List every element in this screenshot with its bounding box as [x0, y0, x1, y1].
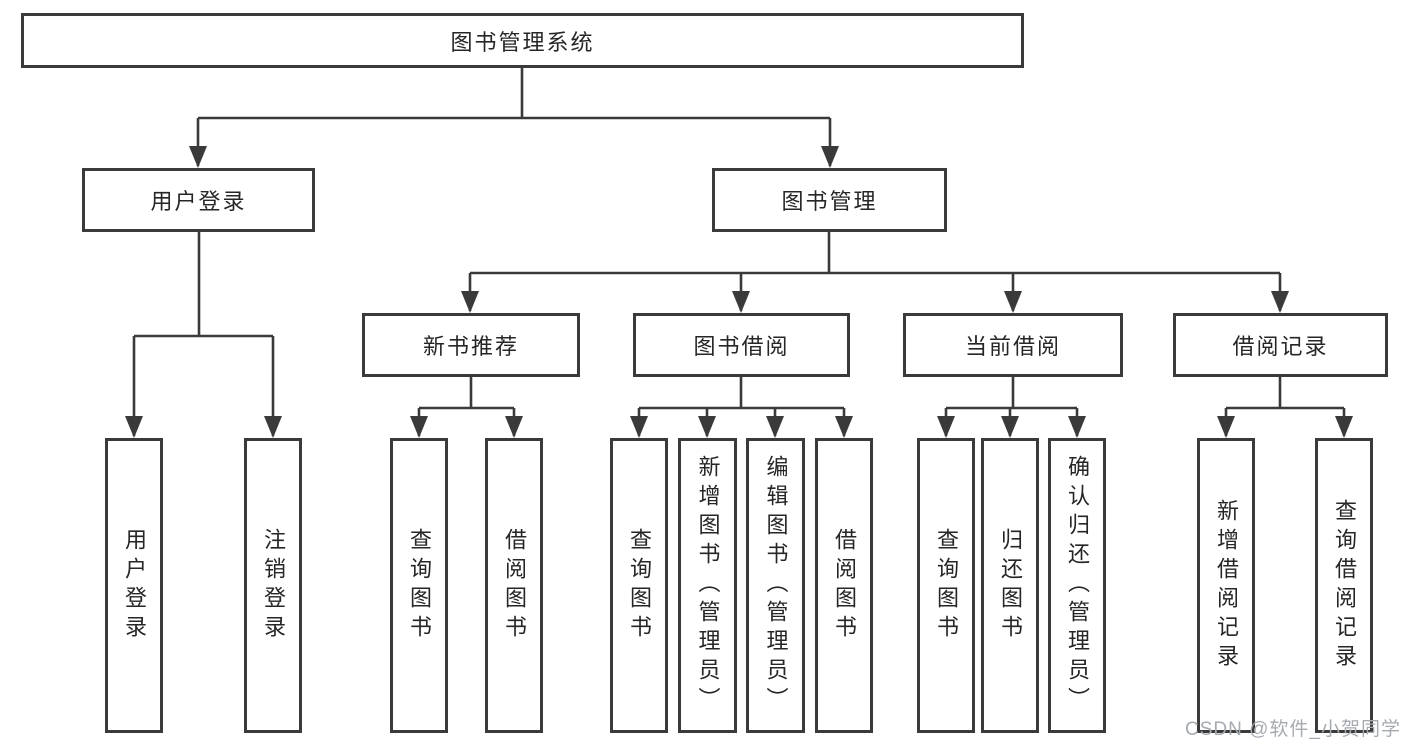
leaf-confirm-return-admin: 确认归还（管理员） [1048, 438, 1106, 733]
leaf-add-borrow-record: 新增借阅记录 [1197, 438, 1255, 733]
node-user-login: 用户登录 [82, 168, 315, 232]
leaf-logout: 注销登录 [244, 438, 302, 733]
leaf-borrow-books-label: 借阅图书 [832, 527, 857, 644]
node-new-book-recommend: 新书推荐 [362, 313, 580, 377]
leaf-add-borrow-record-label: 新增借阅记录 [1214, 498, 1239, 673]
leaf-recommend-query-books: 查询图书 [390, 438, 448, 733]
node-current-borrow-label: 当前借阅 [964, 334, 1061, 359]
leaf-confirm-return-admin-label: 确认归还（管理员） [1065, 455, 1090, 716]
node-user-login-label: 用户登录 [150, 189, 247, 214]
leaf-return-books-label: 归还图书 [998, 527, 1023, 644]
node-book-borrow-label: 图书借阅 [693, 334, 790, 359]
node-book-management: 图书管理 [712, 168, 947, 232]
leaf-query-borrow-record-label: 查询借阅记录 [1332, 498, 1357, 673]
leaf-borrow-query-books: 查询图书 [610, 438, 668, 733]
leaf-return-books: 归还图书 [981, 438, 1039, 733]
leaf-recommend-borrow-books: 借阅图书 [485, 438, 543, 733]
node-current-borrow: 当前借阅 [903, 313, 1123, 377]
leaf-logout-label: 注销登录 [261, 527, 286, 644]
leaf-user-login: 用户登录 [105, 438, 163, 733]
node-root: 图书管理系统 [21, 13, 1024, 68]
leaf-edit-books-admin-label: 编辑图书（管理员） [763, 455, 789, 716]
node-borrow-records: 借阅记录 [1173, 313, 1388, 377]
leaf-borrow-query-books-label: 查询图书 [627, 527, 652, 644]
node-book-management-label: 图书管理 [781, 189, 878, 214]
node-book-borrow: 图书借阅 [633, 313, 850, 377]
leaf-add-books-admin: 新增图书（管理员） [678, 438, 737, 733]
leaf-current-query-books-label: 查询图书 [934, 527, 959, 644]
leaf-edit-books-admin: 编辑图书（管理员） [746, 438, 805, 733]
csdn-watermark: CSDN @软件_小贺同学 [1185, 719, 1401, 740]
leaf-borrow-books: 借阅图书 [815, 438, 873, 733]
node-root-label: 图书管理系统 [450, 29, 595, 55]
leaf-recommend-query-books-label: 查询图书 [407, 527, 432, 644]
leaf-add-books-admin-label: 新增图书（管理员） [695, 455, 721, 716]
node-borrow-records-label: 借阅记录 [1232, 334, 1329, 359]
leaf-query-borrow-record: 查询借阅记录 [1315, 438, 1373, 733]
leaf-user-login-label: 用户登录 [122, 527, 147, 644]
node-new-book-recommend-label: 新书推荐 [422, 334, 519, 359]
leaf-recommend-borrow-books-label: 借阅图书 [502, 527, 527, 644]
leaf-current-query-books: 查询图书 [917, 438, 975, 733]
